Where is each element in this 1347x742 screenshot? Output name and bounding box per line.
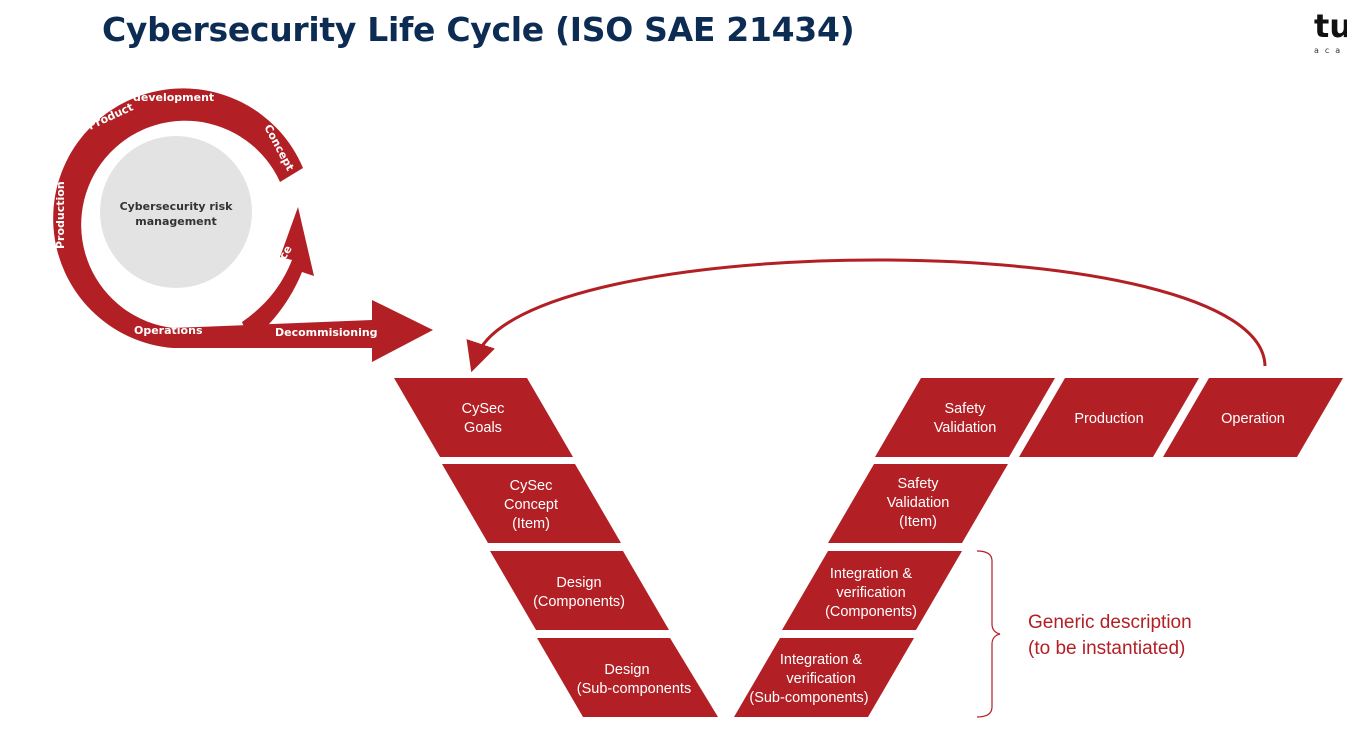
- cysec-concept-line1: CySec: [510, 478, 553, 494]
- operation-label: Operation: [1221, 411, 1285, 427]
- integration-subcomponents-block: [734, 638, 914, 717]
- integration-components-line1: Integration &: [830, 566, 913, 582]
- cysec-goals-line2: Goals: [464, 420, 502, 436]
- generic-description-line2: (to be instantiated): [1028, 638, 1185, 659]
- safety-validation-line2: Validation: [934, 420, 997, 436]
- integration-components-line3: (Components): [825, 604, 917, 620]
- integration-components-line2: verification: [836, 585, 905, 601]
- vmodel-top-row: Production Operation: [1019, 378, 1343, 457]
- safety-validation-item-line1: Safety: [897, 476, 939, 492]
- risk-label-line2: management: [135, 215, 217, 228]
- safety-validation-line1: Safety: [944, 401, 986, 417]
- cysec-goals-line1: CySec: [462, 401, 505, 417]
- design-components-line2: (Components): [533, 594, 625, 610]
- generic-bracket: [976, 550, 1001, 718]
- logo-mark: tu: [1314, 10, 1347, 45]
- safety-validation-block: [875, 378, 1055, 457]
- integration-subcomponents-line2: verification: [786, 671, 855, 687]
- production-label: Production: [1074, 411, 1143, 427]
- safety-validation-item-line2: Validation: [887, 495, 950, 511]
- integration-components-block: [782, 551, 962, 630]
- lifecycle-cycle: Cybersecurity risk management Product de…: [53, 88, 433, 362]
- design-subcomponents-block: [537, 638, 718, 717]
- design-components-line1: Design: [556, 575, 601, 591]
- feedback-arc-arrow: [466, 258, 1267, 373]
- production-block: [1019, 378, 1199, 457]
- logo-subtext: aca: [1314, 46, 1347, 55]
- cycle-label-production: Production: [54, 181, 67, 249]
- operation-block: [1163, 378, 1343, 457]
- design-subcomponents-line1: Design: [604, 662, 649, 678]
- page-title: Cybersecurity Life Cycle (ISO SAE 21434): [102, 10, 855, 49]
- maintenance-arrow: [242, 207, 314, 342]
- risk-management-circle: [100, 136, 252, 288]
- cycle-label-operations: Operations: [134, 324, 203, 337]
- safety-validation-item-block: [828, 464, 1008, 543]
- cysec-concept-line2: Concept: [504, 497, 558, 513]
- safety-validation-item-line3: (Item): [899, 514, 937, 530]
- integration-subcomponents-line3: (Sub-components): [749, 690, 868, 706]
- cycle-label-development: development: [133, 91, 214, 104]
- cycle-label-decommissioning: Decommisioning: [275, 326, 378, 339]
- integration-subcomponents-line1: Integration &: [780, 652, 863, 668]
- vmodel-right: Safety Validation Safety Validation (Ite…: [734, 378, 1055, 717]
- vmodel-left: CySec Goals CySec Concept (Item) Design …: [394, 378, 718, 717]
- decommissioning-arrow: [173, 300, 433, 362]
- cysec-goals-block: [394, 378, 573, 457]
- design-components-block: [490, 551, 669, 630]
- company-logo: tu aca: [1314, 10, 1347, 58]
- generic-description-line1: Generic description: [1028, 612, 1192, 633]
- design-subcomponents-line2: (Sub-components: [577, 681, 691, 697]
- cysec-concept-line3: (Item): [512, 516, 550, 532]
- risk-label-line1: Cybersecurity risk: [120, 200, 234, 213]
- cysec-concept-block: [442, 464, 621, 543]
